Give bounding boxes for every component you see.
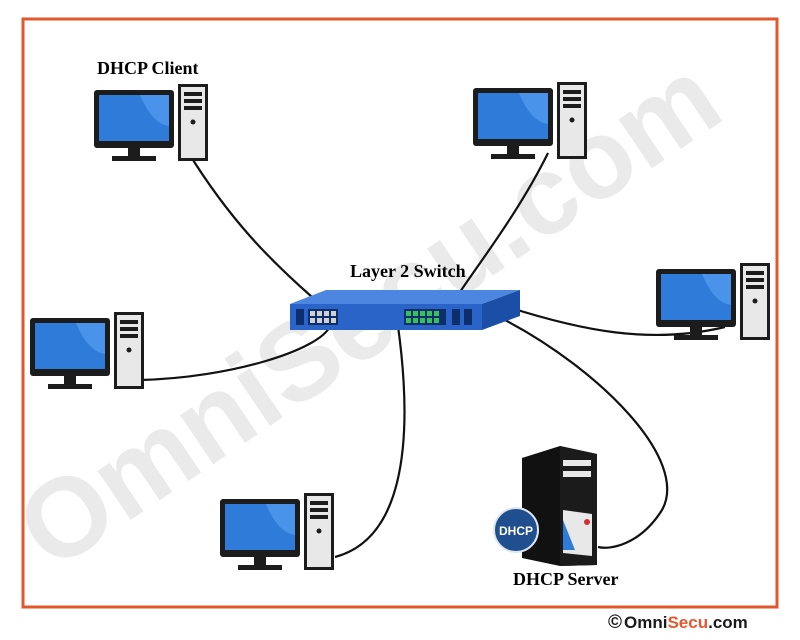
brand-suffix: .com — [708, 613, 748, 632]
copyright-footer: ©OmniSecu.com — [608, 612, 748, 634]
brand-accent: Secu — [667, 613, 709, 632]
copyright-symbol: © — [608, 612, 622, 633]
dhcp-server — [522, 446, 597, 566]
cable-client-top-right — [459, 152, 549, 293]
layer2-switch-label: Layer 2 Switch — [350, 261, 466, 281]
pc-right — [656, 263, 770, 340]
dhcp-badge: DHCP — [493, 507, 539, 553]
dhcp-client-label: DHCP Client — [97, 58, 199, 78]
cable-client-bottom — [334, 325, 406, 559]
cable-client-left — [139, 325, 332, 382]
layer2-switch — [290, 290, 520, 330]
cable-server — [504, 319, 669, 549]
diagram-frame — [21, 17, 779, 609]
pc-top-left — [94, 84, 208, 161]
dhcp-server-label: DHCP Server — [513, 569, 619, 589]
cables — [139, 151, 726, 559]
brand-prefix: Omni — [624, 613, 668, 632]
pc-bottom — [220, 493, 334, 570]
cable-client-top-left — [187, 151, 313, 298]
pc-left — [30, 312, 144, 389]
dhcp-badge-text: DHCP — [499, 524, 533, 538]
